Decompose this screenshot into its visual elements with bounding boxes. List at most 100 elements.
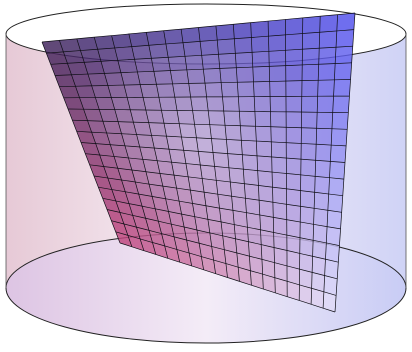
saddle-facet xyxy=(59,86,80,98)
saddle-facet xyxy=(204,192,220,209)
saddle-facet xyxy=(230,182,246,199)
saddle-facet xyxy=(125,191,143,207)
saddle-mesh-line xyxy=(310,16,321,305)
saddle-facet xyxy=(101,60,121,74)
saddle-facet xyxy=(211,246,226,264)
saddle-facet xyxy=(145,110,164,124)
saddle-facet xyxy=(183,41,202,57)
saddle-facet xyxy=(185,163,203,179)
saddle-facet xyxy=(285,96,302,113)
saddle-facet xyxy=(131,170,149,185)
saddle-facet xyxy=(229,167,245,184)
saddle-facet xyxy=(312,256,326,276)
saddle-facet xyxy=(286,250,300,270)
saddle-facet xyxy=(198,25,218,42)
saddle-facet xyxy=(89,164,108,178)
saddle-facet xyxy=(55,74,76,87)
saddle-facet xyxy=(222,235,237,253)
saddle-facet xyxy=(250,270,264,289)
saddle-facet xyxy=(151,135,169,150)
saddle-facet xyxy=(315,160,331,178)
saddle-facet xyxy=(132,215,149,231)
saddle-facet xyxy=(184,55,204,70)
saddle-facet xyxy=(315,144,332,162)
saddle-facet xyxy=(316,112,333,129)
saddle-facet xyxy=(42,40,64,54)
saddle-mesh-line xyxy=(119,242,336,313)
saddle-facet xyxy=(176,249,192,266)
saddle-facet xyxy=(313,208,328,227)
saddle-facet xyxy=(71,74,92,87)
saddle-facet xyxy=(168,211,185,228)
saddle-facet xyxy=(174,97,193,111)
saddle-facet xyxy=(186,69,205,84)
saddle-facet xyxy=(286,204,301,222)
saddle-facet xyxy=(157,160,174,176)
saddle-facet xyxy=(121,180,139,195)
saddle-facet xyxy=(201,54,220,70)
saddle-facet xyxy=(225,125,242,141)
saddle-facet xyxy=(301,127,317,145)
saddle-facet xyxy=(273,217,287,236)
saddle-facet xyxy=(272,172,287,189)
saddle-facet xyxy=(194,216,210,233)
saddle-facet xyxy=(46,51,68,65)
saddle-facet xyxy=(250,21,269,38)
saddle-facet xyxy=(312,240,327,260)
saddle-facet xyxy=(332,112,349,130)
saddle-facet xyxy=(301,80,319,97)
saddle-mesh-line xyxy=(115,231,337,296)
saddle-facet xyxy=(286,173,301,191)
saddle-facet xyxy=(209,232,225,250)
saddle-facet xyxy=(240,125,257,141)
saddle-facet xyxy=(192,110,210,125)
saddle-facet xyxy=(136,227,153,243)
saddle-facet xyxy=(209,124,227,140)
saddle-facet xyxy=(189,253,204,270)
saddle-facet xyxy=(149,184,166,199)
saddle-facet xyxy=(253,81,271,97)
saddle-facet xyxy=(330,145,347,163)
saddle-facet xyxy=(95,97,115,110)
saddle-facet xyxy=(131,45,152,60)
saddle-facet xyxy=(111,33,132,48)
saddle-facet xyxy=(311,272,325,292)
saddle-facet xyxy=(110,144,129,158)
saddle-facet xyxy=(171,224,187,240)
saddle-facet xyxy=(179,123,197,138)
saddle-facet xyxy=(142,206,159,222)
saddle-facet xyxy=(161,110,180,124)
saddle-facet xyxy=(128,157,146,172)
saddle-facet xyxy=(273,232,287,251)
saddle-facet xyxy=(207,219,223,236)
saddle-facet xyxy=(332,96,350,113)
saddle-facet xyxy=(222,96,240,112)
saddle-facet xyxy=(85,153,104,167)
saddle-facet xyxy=(269,65,286,82)
saddle-facet xyxy=(286,219,301,238)
saddle-facet xyxy=(336,13,355,31)
saddle-facet xyxy=(285,17,303,35)
saddle-facet xyxy=(254,96,271,112)
saddle-facet xyxy=(104,72,124,86)
saddle-facet xyxy=(319,14,338,33)
saddle-facet xyxy=(324,259,339,279)
saddle-facet xyxy=(236,253,251,271)
saddle-facet xyxy=(211,138,228,154)
saddle-facet xyxy=(245,198,260,215)
saddle-facet xyxy=(238,267,252,286)
saddle-facet xyxy=(107,178,126,192)
saddle-facet xyxy=(286,127,302,144)
saddle-facet xyxy=(300,222,314,241)
saddle-facet xyxy=(179,201,195,217)
saddle-facet xyxy=(248,241,262,260)
saddle-facet xyxy=(129,203,146,219)
saddle-facet xyxy=(334,62,352,80)
saddle-facet xyxy=(262,274,276,293)
saddle-facet xyxy=(148,122,167,137)
saddle-facet xyxy=(300,206,315,225)
saddle-facet xyxy=(94,35,115,50)
saddle-facet xyxy=(134,58,154,72)
saddle-facet xyxy=(300,190,315,209)
saddle-facet xyxy=(124,84,143,98)
